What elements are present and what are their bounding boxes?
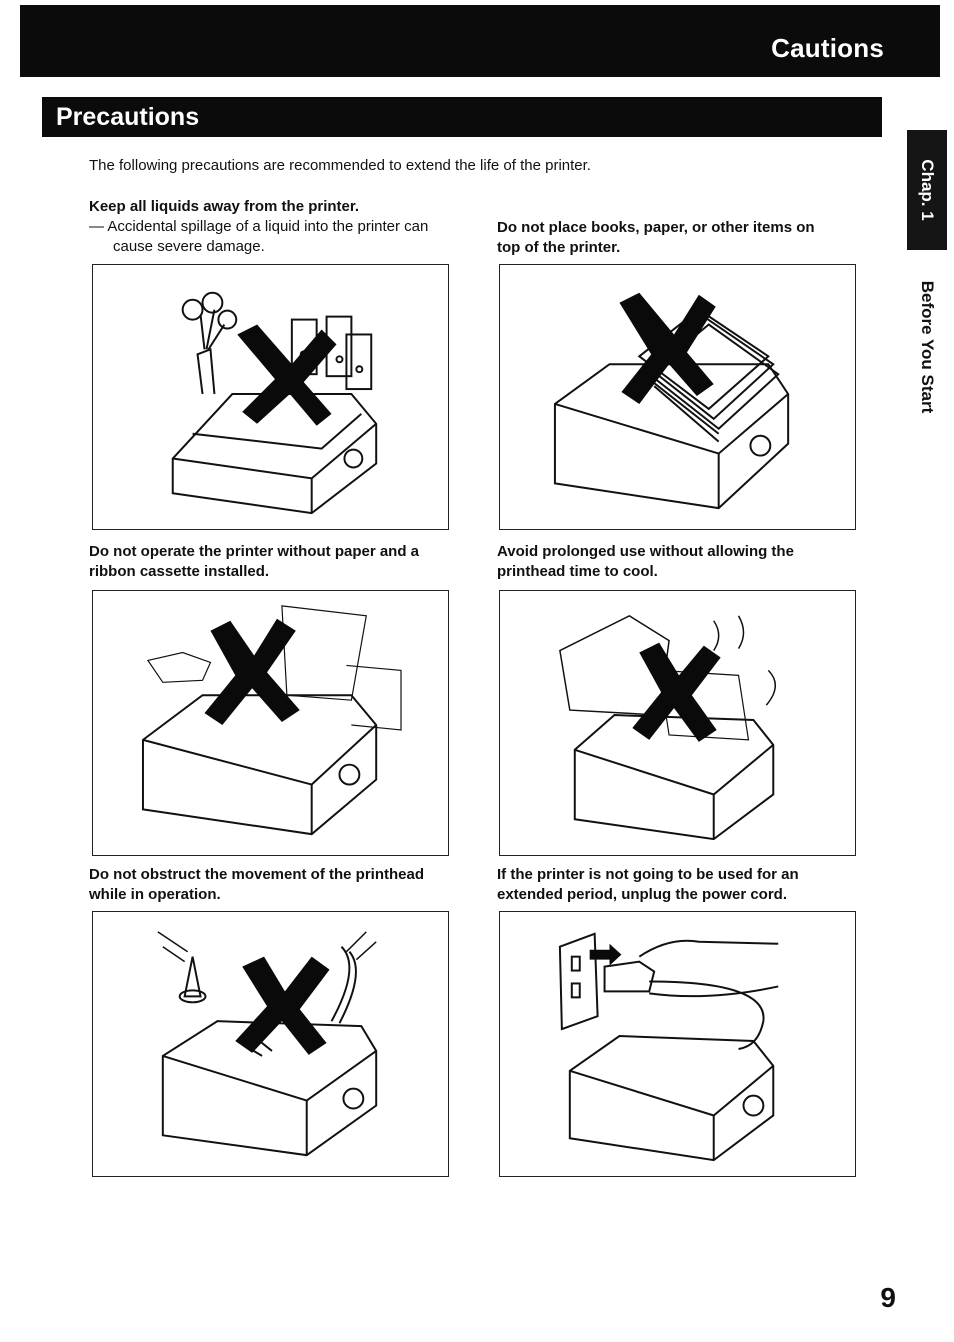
figure-paper-ribbon — [92, 590, 449, 856]
caption-heading: Do not place books, paper, or other item… — [497, 219, 815, 256]
caption-unplug: If the printer is not going to be used f… — [497, 865, 847, 905]
chapter-tab-label: Chap. 1 — [918, 159, 937, 221]
section-header-bar: Precautions — [42, 97, 882, 137]
x-mark-icon — [632, 642, 721, 742]
caption-printhead: Do not obstruct the movement of the prin… — [89, 865, 449, 905]
figure-printhead — [92, 911, 449, 1177]
side-section-label: Before You Start — [907, 262, 947, 432]
chapter-tab: Chap. 1 — [907, 130, 947, 250]
books-illustration — [553, 292, 790, 510]
chapter-title: Cautions — [771, 33, 884, 63]
paper-ribbon-illustration — [141, 605, 402, 836]
liquids-illustration — [171, 291, 378, 515]
page-number: 9 — [880, 1282, 896, 1313]
caption-note: — Accidental spillage of a liquid into t… — [89, 218, 429, 255]
figure-cool — [499, 590, 856, 856]
caption-paper-ribbon: Do not operate the printer without paper… — [89, 542, 449, 582]
x-mark-icon — [237, 324, 337, 426]
figure-liquids — [92, 264, 449, 530]
caption-cool: Avoid prolonged use without allowing the… — [497, 542, 842, 582]
unplug-illustration — [558, 932, 779, 1162]
section-title: Precautions — [56, 103, 200, 131]
printhead-illustration — [157, 931, 378, 1157]
x-mark-icon — [235, 956, 330, 1055]
caption-liquids: Keep all liquids away from the printer. … — [89, 197, 449, 257]
caption-heading: Keep all liquids away from the printer. — [89, 198, 360, 215]
caption-books: Do not place books, paper, or other item… — [497, 218, 842, 258]
arrow-right-icon — [589, 943, 622, 966]
cool-illustration — [559, 614, 777, 841]
caption-heading: Do not obstruct the movement of the prin… — [89, 866, 425, 903]
x-mark-icon — [204, 618, 300, 725]
figure-unplug — [499, 911, 856, 1177]
caption-heading: Avoid prolonged use without allowing the… — [497, 543, 794, 580]
chapter-header-bar: Cautions — [20, 5, 940, 77]
figure-books — [499, 264, 856, 530]
caption-heading: If the printer is not going to be used f… — [497, 866, 799, 903]
x-mark-icon — [619, 292, 716, 404]
caption-heading: Do not operate the printer without paper… — [89, 543, 420, 580]
intro-text: The following precautions are recommende… — [89, 157, 591, 174]
side-section-text: Before You Start — [918, 280, 937, 414]
